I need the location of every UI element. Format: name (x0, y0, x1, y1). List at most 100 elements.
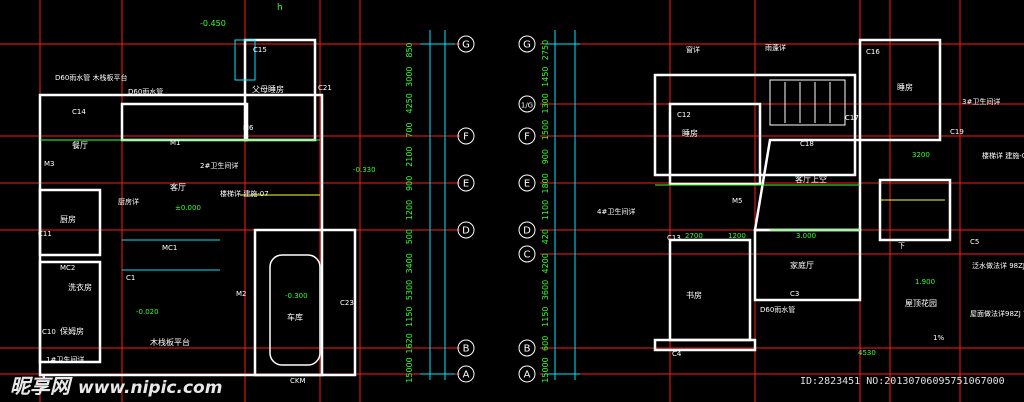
dimension-label-right: 3600 (541, 280, 550, 300)
label-l-parents: 父母睡房 (252, 84, 284, 94)
label-l-m1: M1 (170, 139, 181, 147)
label-l-kitchen: 厨房 (60, 214, 76, 224)
axis-bubble-right-circle (518, 174, 536, 192)
axis-bubble-left-circle (457, 127, 475, 145)
label-l-m3: M3 (44, 160, 55, 168)
axis-bubble-left-label: E (463, 179, 469, 190)
label-l-r-down: 下 (898, 242, 905, 250)
label-l-maid: 保姆房 (60, 326, 84, 336)
label-l-wc2: 2#卫生间详 (200, 161, 238, 170)
label-l-r-c3: C3 (790, 290, 799, 298)
label-l-c10: C10 (42, 328, 56, 336)
wall-outlines (38, 38, 952, 377)
label-l-ckm: CKM (290, 377, 306, 385)
label-l-r-d60: D60雨水管 (760, 305, 795, 314)
axis-bubble-left-circle (457, 221, 475, 239)
label-l-r-bed2: 睡房 (682, 128, 698, 138)
label-l-r-m5: M5 (732, 197, 743, 205)
axis-bubble-right-circle (518, 365, 536, 383)
axis-bubble-right-label: B (524, 344, 531, 355)
dimension-label-left: 3400 (405, 253, 414, 273)
axis-bubble-left-circle (457, 35, 475, 53)
label-l-m020: -0.020 (136, 308, 159, 316)
label-l-r-rail: 泛水做法详 98ZJ201 (972, 261, 1024, 270)
label-l-r-4530: 4530 (858, 349, 876, 357)
dimension-label-right: 1300 (541, 93, 550, 113)
axis-bubble-right-label: A (524, 370, 531, 381)
label-l-r-c18: C18 (800, 140, 814, 148)
label-l-r-3000: 3.000 (796, 232, 816, 240)
dimension-label-left: 900 (405, 176, 414, 191)
label-l-c11: C11 (38, 230, 52, 238)
label-l-r-2700: 2700 (685, 232, 703, 240)
label-l-c21: C21 (318, 84, 332, 92)
watermark-logo: 昵享网 (10, 374, 70, 398)
dimension-label-left: 2100 (405, 146, 414, 166)
dimension-label-left: 850 (405, 42, 414, 57)
label-l-r-3200: 3200 (912, 151, 930, 159)
label-l-m330: -0.330 (353, 166, 376, 174)
label-l-r-roof: 屋面做法详98ZJ 77页屋3 (970, 309, 1024, 318)
label-l-kitchen-det: 厨房详 (118, 197, 139, 206)
dimension-label-right: 1100 (541, 200, 550, 220)
label-l-r-c12: C12 (677, 111, 691, 119)
label-l-r-family: 家庭厅 (790, 260, 814, 270)
dimension-label-left: 3000 (405, 66, 414, 86)
axis-bubble-right-label: 1/G (521, 102, 533, 110)
dimension-label-left: 1200 (405, 200, 414, 220)
label-l-r-study: 书房 (686, 290, 702, 300)
axis-bubble-left-label: G (462, 40, 470, 51)
axis-bubble-left-label: A (463, 370, 470, 381)
label-l-r-1200: 1200 (728, 232, 746, 240)
label-l-r-1pct: 1% (933, 334, 944, 342)
dimension-labels-left: 8503000425070021009001200500340053001150… (405, 42, 414, 382)
label-l-dining: 餐厅 (72, 141, 88, 150)
label-l-r-terrace: 屋顶花园 (905, 298, 937, 308)
label-l-living: 客厅 (170, 182, 186, 192)
label-l-r-c19: C19 (950, 128, 964, 136)
label-l-r-wc3: 3#卫生间详 (962, 97, 1000, 106)
dimension-label-left: 700 (405, 122, 414, 137)
dimension-label-left: 15000 (405, 357, 414, 382)
image-id: ID:2823451 NO:20130706095751067000 (800, 376, 1005, 387)
dimension-label-right: 900 (541, 149, 550, 164)
dimension-label-right: 420 (541, 229, 550, 244)
watermark: 昵享网 www.nipic.com (10, 370, 222, 399)
axis-bubble-right-label: C (524, 250, 531, 261)
label-l-stairdet: 楼梯详 建施-07 (220, 189, 269, 198)
label-l-mc2: MC2 (60, 264, 75, 272)
axis-bubble-left-label: F (463, 132, 469, 143)
axis-bubble-left-circle (457, 365, 475, 383)
label-l-level: -0.450 (200, 19, 226, 28)
watermark-url: www.nipic.com (78, 378, 223, 398)
dimension-label-right: 600 (541, 336, 550, 351)
label-l-zero: ±0.000 (175, 204, 201, 212)
axis-bubble-right-label: G (523, 40, 531, 51)
dimension-label-left: 500 (405, 229, 414, 244)
label-l-mc1: MC1 (162, 244, 177, 252)
label-l-r-c5: C5 (970, 238, 979, 246)
label-l-laundry: 洗衣房 (68, 282, 92, 292)
axis-bubble-left-circle (457, 339, 475, 357)
label-l-r-c16: C16 (866, 48, 880, 56)
label-l-m6: M6 (243, 124, 254, 132)
axis-bubble-left-label: B (463, 344, 470, 355)
dimension-label-right: 1450 (541, 66, 550, 86)
label-l-r-sill: 窗详 (686, 45, 700, 54)
axis-bubble-right-circle (518, 221, 536, 239)
label-l-d60-deck: D60雨水管 木栈板平台 (55, 73, 128, 82)
label-l-r-void: 客厅上空 (795, 174, 827, 184)
label-l-r-sill2: 雨蓬详 (765, 43, 786, 52)
label-l-c1: C1 (126, 274, 135, 282)
axis-bubble-right-circle (518, 35, 536, 53)
label-l-r-wc4: 4#卫生间详 (597, 207, 635, 216)
label-l-deck2: 木栈板平台 (150, 337, 190, 347)
axis-bubble-right-label: D (523, 226, 531, 237)
label-l-m2: M2 (236, 290, 247, 298)
label-l-m030: -0.300 (285, 292, 308, 300)
label-l-c23: C23 (340, 299, 354, 307)
accent-lines (40, 30, 945, 380)
label-l-r-c17: C17 (845, 114, 859, 122)
